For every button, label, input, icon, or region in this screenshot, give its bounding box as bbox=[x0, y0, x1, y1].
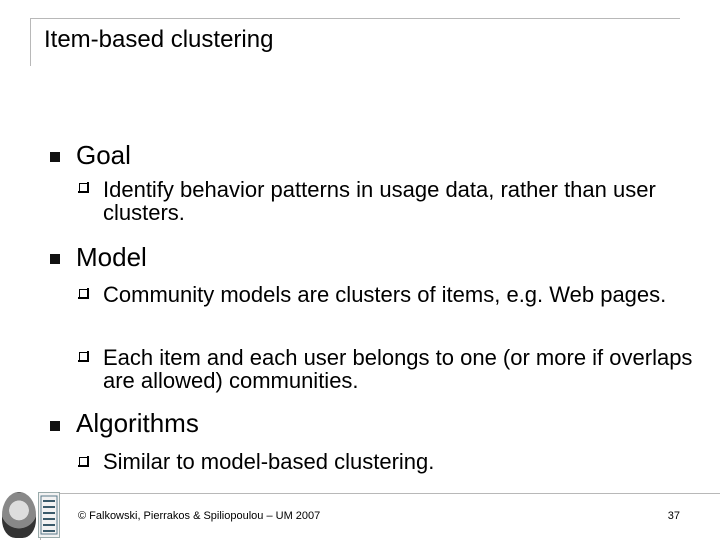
portrait-logo-icon bbox=[2, 492, 36, 538]
footer-copyright: © Falkowski, Pierrakos & Spiliopoulou – … bbox=[78, 510, 321, 522]
hollow-square-icon bbox=[78, 351, 89, 362]
section-item: Each item and each user belongs to one (… bbox=[103, 345, 693, 393]
hollow-square-icon bbox=[78, 288, 89, 299]
footer-frame-top bbox=[40, 493, 720, 494]
university-logo-icon bbox=[38, 492, 60, 538]
filled-square-icon bbox=[50, 421, 60, 431]
section-heading-algorithms: Algorithms bbox=[76, 408, 199, 438]
section-item: Identify behavior patterns in usage data… bbox=[103, 177, 656, 225]
section-heading-model: Model bbox=[76, 242, 147, 272]
filled-square-icon bbox=[50, 152, 60, 162]
title-frame-top bbox=[30, 18, 680, 19]
filled-square-icon bbox=[50, 254, 60, 264]
page-number: 37 bbox=[667, 510, 680, 522]
slide-title: Item-based clustering bbox=[44, 26, 274, 53]
hollow-square-icon bbox=[78, 456, 89, 467]
hollow-square-icon bbox=[78, 182, 89, 193]
title-frame-left bbox=[30, 18, 31, 66]
section-item: Similar to model-based clustering. bbox=[103, 449, 435, 474]
section-heading-goal: Goal bbox=[76, 140, 131, 170]
section-item: Community models are clusters of items, … bbox=[103, 282, 667, 307]
